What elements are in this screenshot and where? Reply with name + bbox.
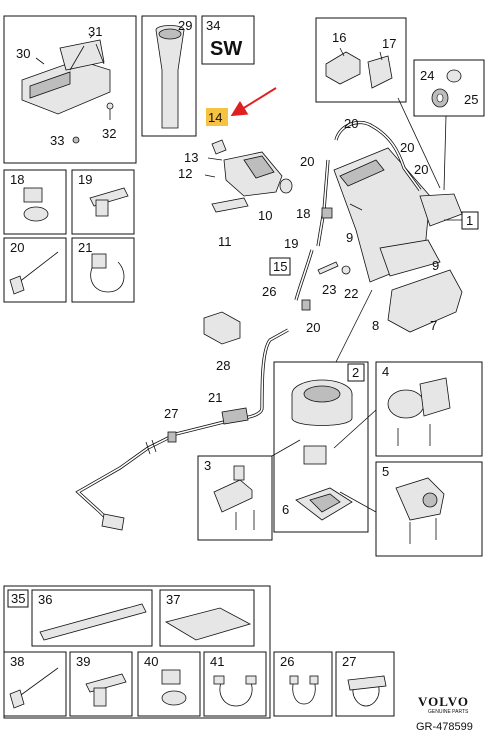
pump-4 [387,377,451,446]
callout-20-b: 20 [300,154,314,169]
callout-8: 8 [372,318,379,333]
callout-41: 41 [210,654,224,669]
callout-39: 39 [76,654,90,669]
box-35-label [7,589,29,608]
software-badge: SW [210,38,242,60]
callout-33: 33 [50,133,64,148]
callout-9-a: 9 [346,230,353,245]
main-heater [333,147,463,333]
callout-20-c: 20 [400,140,414,155]
brand-name: VOLVO [418,694,469,709]
callout-32: 32 [102,126,116,141]
callout-21: 21 [78,240,92,255]
callout-22: 22 [344,286,358,301]
callout-40: 40 [144,654,158,669]
callout-20: 20 [10,240,24,255]
clamp-41 [213,675,257,707]
callout-1: 1 [466,213,473,228]
box-2-label [347,363,365,382]
callout-27-a: 27 [164,406,178,421]
callout-3: 3 [204,458,211,473]
callout-9-b: 9 [432,258,439,273]
strip-36 [39,603,147,641]
clip-26 [289,675,319,705]
callout-20-d: 20 [414,162,428,177]
callout-4: 4 [382,364,389,379]
callout-34: 34 [206,18,220,33]
brand-sub: GENUINE PARTS [428,709,469,715]
callout-29: 29 [178,18,192,33]
callout-36: 36 [38,592,52,607]
callout-14: 14 [208,110,222,125]
callout-35: 35 [11,591,25,606]
callout-26: 26 [280,654,294,669]
callout-18: 18 [10,172,24,187]
callout-10: 10 [258,208,272,223]
pad-28 [203,311,241,345]
callout-13: 13 [184,150,198,165]
callout-6: 6 [282,502,289,517]
strap-21 [90,253,125,293]
muffler-21 [221,407,249,425]
callout-24: 24 [420,68,434,83]
callout-37: 37 [166,592,180,607]
volvo-logo: VOLVO GENUINE PARTS [418,694,469,715]
callout-31: 31 [88,24,102,39]
box-funnel [141,15,197,137]
clip-19 [89,187,129,217]
sensor-5 [395,477,445,544]
highlight-14 [206,108,228,126]
clip-27 [347,675,387,707]
callout-19: 19 [78,172,92,187]
clip-39 [85,673,127,707]
callout-16: 16 [332,30,346,45]
box-software [201,15,255,65]
callout-30: 30 [16,46,30,61]
box-control-module [3,15,137,164]
callout-17: 17 [382,36,396,51]
glow-plug [317,261,351,275]
box-15-label [269,257,291,276]
callout-5: 5 [382,464,389,479]
actuator-3 [213,465,255,530]
callout-23: 23 [322,282,336,297]
burner-assembly [291,379,353,521]
clip-40 [161,669,187,706]
callout-25: 25 [464,92,478,107]
callout-7: 7 [430,318,437,333]
tie-38 [9,667,59,709]
callout-15: 15 [273,259,287,274]
tailpipe-end [101,513,125,531]
callout-20-e: 20 [306,320,320,335]
clip-18 [23,187,49,222]
callout-21-b: 21 [208,390,222,405]
document-id: GR-478599 [416,721,473,733]
callout-26-a: 26 [262,284,276,299]
box-26 [273,651,333,717]
tie-20 [9,251,59,295]
callout-38: 38 [10,654,24,669]
callout-27: 27 [342,654,356,669]
box-valve [315,17,407,103]
box-1-label [461,211,479,230]
grommet-parts [431,69,462,108]
callout-11: 11 [218,234,232,249]
callout-20-a: 20 [344,116,358,131]
box-grommet [413,59,485,117]
callout-2: 2 [352,365,359,380]
callout-19-a: 19 [284,236,298,251]
callout-18-a: 18 [296,206,310,221]
mat-37 [164,607,252,641]
callout-12: 12 [178,166,192,181]
valve-part [325,47,393,89]
heater-fuel-pump [204,139,293,213]
callout-28: 28 [216,358,230,373]
pointer-arrow [230,87,277,117]
